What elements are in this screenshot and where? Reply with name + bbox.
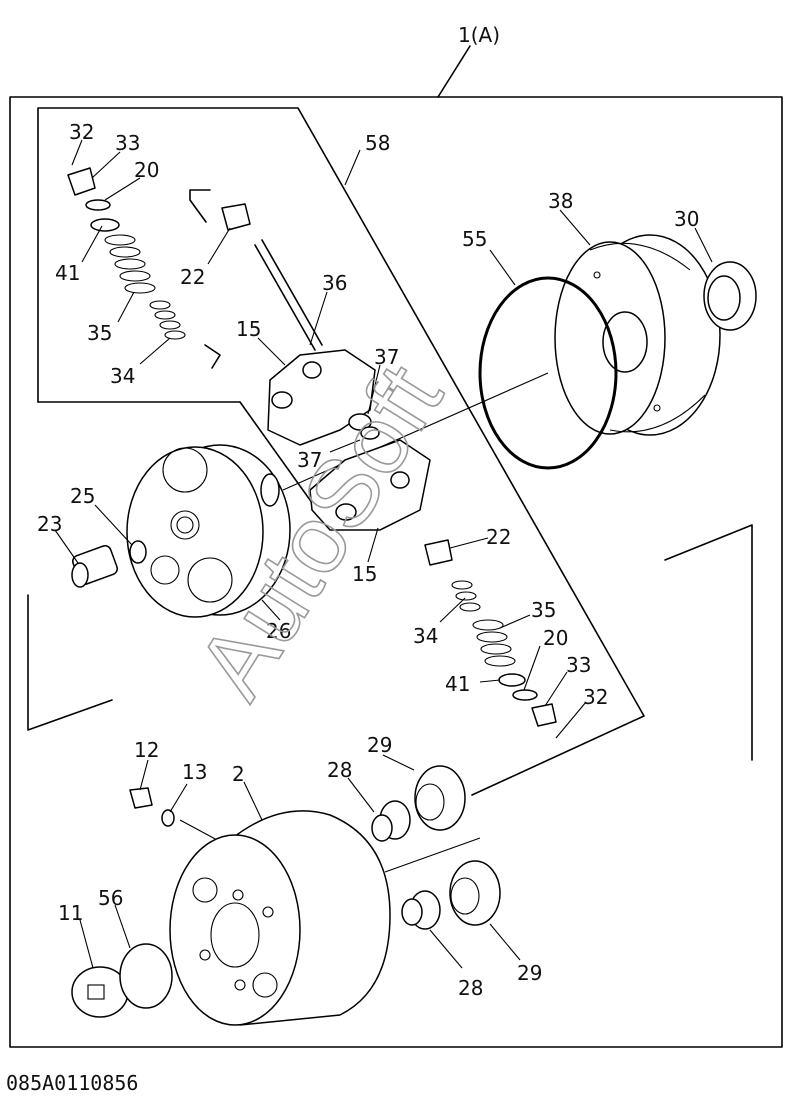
washer-part-20-lower (512, 689, 538, 701)
plug-part-23 (71, 545, 118, 588)
callout-20-lower: 20 (543, 626, 568, 650)
seal-part-37-lower (360, 426, 380, 440)
callout-37-upper: 37 (374, 345, 399, 369)
callout-29-upper: 29 (367, 733, 392, 757)
plug-part-11 (71, 966, 129, 1018)
assembly-leader (437, 45, 471, 98)
callout-56: 56 (98, 886, 123, 910)
small-bracket-bottom (204, 344, 221, 369)
callout-34-upper: 34 (110, 364, 135, 388)
bolt-part-12 (129, 787, 153, 809)
spring-part-35-lower (472, 619, 516, 667)
inset-outline-left (27, 594, 113, 731)
callout-34-lower: 34 (413, 624, 438, 648)
callout-32-lower: 32 (583, 685, 608, 709)
diagram-code: 085A0110856 (6, 1071, 138, 1095)
callout-15-lower: 15 (352, 562, 377, 586)
callout-37-lower: 37 (297, 448, 322, 472)
callout-25: 25 (70, 484, 95, 508)
washer-part-20-upper (85, 199, 111, 211)
washer-part-41-upper (90, 218, 120, 232)
cover-part-38 (554, 234, 721, 436)
callout-20-upper: 20 (134, 158, 159, 182)
spring-part-34-upper (149, 300, 186, 340)
inset-outline-valve (37, 107, 645, 796)
callout-33-lower: 33 (566, 653, 591, 677)
leader-lines (54, 139, 713, 969)
callout-36: 36 (322, 271, 347, 295)
callout-35-lower: 35 (531, 598, 556, 622)
sleeve-part-28-upper (371, 800, 411, 842)
small-bracket-top (189, 189, 211, 223)
washer-part-41-lower (498, 673, 526, 687)
callout-28-lower: 28 (458, 976, 483, 1000)
fitting-part-33-lower (531, 703, 557, 727)
valve-block-part-15-lower (309, 439, 431, 531)
callout-2: 2 (232, 762, 245, 786)
callout-33-upper: 33 (115, 131, 140, 155)
callout-22-upper: 22 (180, 265, 205, 289)
washer-part-13 (161, 809, 175, 827)
callout-15-upper: 15 (236, 317, 261, 341)
axis-line-upper (282, 372, 549, 491)
piston-part-29-lower (449, 860, 501, 926)
disc-part-26 (126, 444, 291, 618)
axis-line-right (384, 837, 481, 873)
callout-41-upper: 41 (55, 261, 80, 285)
fitting-part-33-upper (67, 167, 96, 196)
piston-part-29-upper (414, 765, 466, 831)
spring-part-35-upper (104, 234, 156, 294)
callout-26: 26 (266, 619, 291, 643)
callout-35-upper: 35 (87, 321, 112, 345)
callout-13: 13 (182, 760, 207, 784)
housing-part-2 (169, 810, 391, 1026)
sleeve-part-28-lower (401, 890, 441, 930)
seal-part-37-upper (348, 413, 372, 431)
assembly-frame (9, 96, 783, 1048)
valve-block-part-15-upper (267, 349, 376, 446)
callout-41-lower: 41 (445, 672, 470, 696)
spring-part-34-lower (451, 580, 481, 612)
callout-23: 23 (37, 512, 62, 536)
inset-outline-right (664, 524, 753, 761)
callout-28-upper: 28 (327, 758, 352, 782)
snap-ring-part-25 (129, 540, 147, 564)
fitting-part-22-upper (221, 203, 251, 231)
assembly-label: 1(A) (458, 23, 500, 47)
bearing-part-30 (703, 261, 757, 331)
callout-22-lower: 22 (486, 525, 511, 549)
fitting-part-22-lower (424, 539, 453, 566)
pin-part-36 (254, 239, 323, 351)
o-ring-part-56 (119, 943, 173, 1009)
callout-12: 12 (134, 738, 159, 762)
callout-38: 38 (548, 189, 573, 213)
callout-55: 55 (462, 227, 487, 251)
o-ring-part-55 (478, 276, 618, 470)
callout-32-upper: 32 (69, 120, 94, 144)
callout-29-lower: 29 (517, 961, 542, 985)
callout-30: 30 (674, 207, 699, 231)
callout-11: 11 (58, 901, 83, 925)
callout-58: 58 (365, 131, 390, 155)
